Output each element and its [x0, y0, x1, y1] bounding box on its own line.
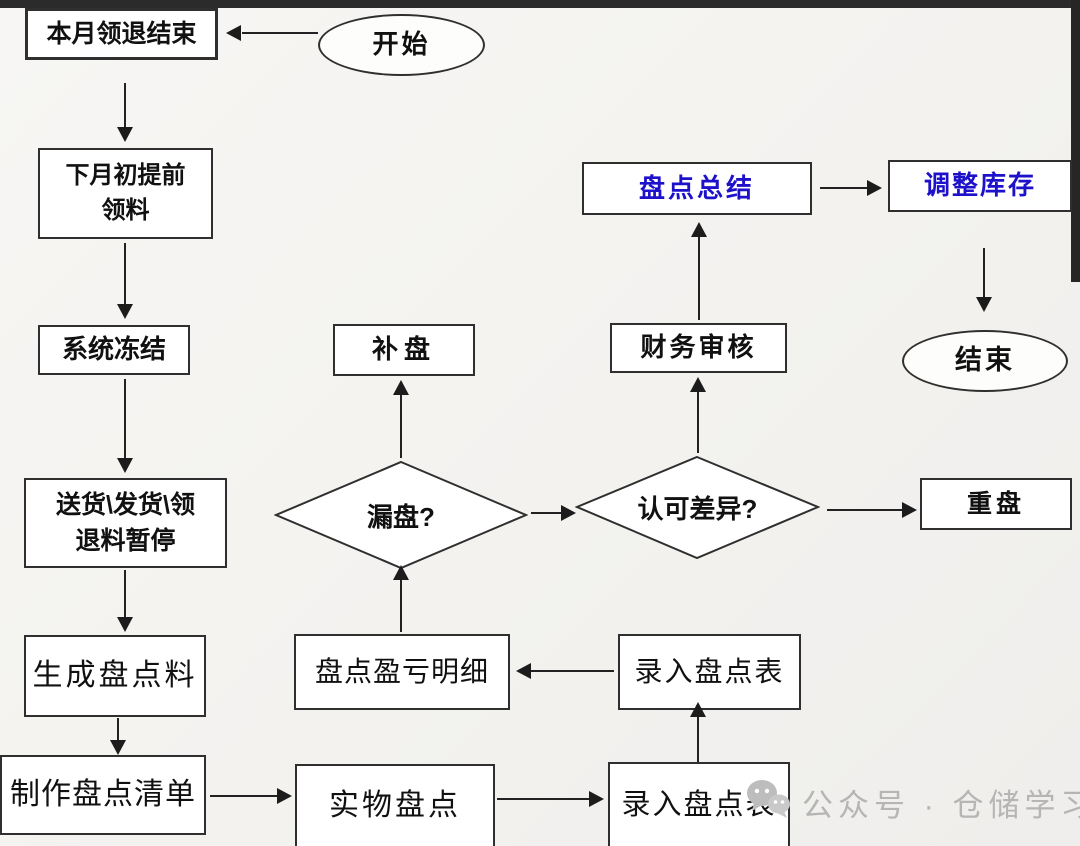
arrow-finance-to-summary-line [698, 236, 700, 320]
node-finance-review: 财务审核 [610, 323, 787, 373]
node-create-count-list: 制作盘点清单 [0, 755, 206, 835]
scan-artifact-right-bar [1071, 0, 1080, 282]
arrow-month-end-to-next-month-head [117, 127, 133, 142]
node-system-freeze: 系统冻结 [38, 325, 190, 375]
arrow-enter-top-to-profit-loss-head [516, 663, 531, 679]
arrow-freeze-to-suspend-line [124, 379, 126, 459]
arrow-start-to-month-end-line [242, 32, 318, 34]
arrow-accept-to-finance-head [690, 377, 706, 392]
arrow-next-month-to-freeze-line [124, 243, 126, 305]
node-generate-count-material: 生成盘点料 [24, 635, 206, 717]
arrow-missed-to-accept-head [561, 505, 576, 521]
node-adjust-inventory: 调整库存 [888, 160, 1072, 212]
arrow-enter-bottom-to-enter-top-line [697, 716, 699, 762]
node-start-label: 开始 [372, 29, 431, 60]
node-suspend-line2: 退料暂停 [75, 527, 176, 555]
arrow-physical-to-enter-bottom-line [497, 798, 590, 800]
node-enter-count-table-top: 录入盘点表 [618, 634, 801, 710]
watermark-text: 公众号 · 仓储学习 [802, 788, 1080, 823]
arrow-profit-loss-to-missed-head [393, 565, 409, 580]
node-supplement-count: 补盘 [333, 324, 475, 376]
node-physical-count-label: 实物盘点 [329, 789, 461, 823]
scan-artifact-top-bar [0, 0, 1080, 8]
arrow-generate-to-create-list-line [117, 718, 119, 741]
node-suspend-line1: 送货\发货\领 [56, 490, 195, 519]
arrow-physical-to-enter-bottom-head [589, 791, 604, 807]
diamond-shape [575, 455, 820, 560]
node-end: 结束 [902, 330, 1068, 392]
node-generate-label: 生成盘点料 [32, 659, 198, 693]
node-suspend: 送货\发货\领 退料暂停 [24, 478, 227, 568]
arrow-suspend-to-generate-line [124, 570, 126, 618]
node-end-label: 结束 [955, 345, 1015, 376]
arrow-finance-to-summary-head [691, 222, 707, 237]
node-enter-table-top-label: 录入盘点表 [634, 655, 785, 687]
arrow-summary-to-adjust-head [867, 180, 882, 196]
node-accept-difference-decision: 认可差异? [575, 455, 820, 560]
arrow-month-end-to-next-month-line [124, 83, 126, 128]
node-recount: 重盘 [920, 478, 1072, 530]
arrow-accept-to-recount-line [827, 509, 903, 511]
arrow-create-list-to-physical-line [210, 795, 278, 797]
arrow-suspend-to-generate-head [117, 617, 133, 632]
arrow-accept-to-finance-line [697, 391, 699, 453]
node-next-month-pick: 下月初提前 领料 [38, 148, 213, 239]
node-create-list-label: 制作盘点清单 [10, 778, 196, 812]
node-profit-loss-label: 盘点盈亏明细 [314, 655, 489, 687]
node-count-summary: 盘点总结 [582, 162, 812, 215]
node-start: 开始 [318, 14, 485, 76]
arrow-adjust-to-end-head [976, 297, 992, 312]
arrow-freeze-to-suspend-head [117, 458, 133, 473]
arrow-start-to-month-end-head [226, 25, 241, 41]
node-physical-count: 实物盘点 [295, 764, 495, 846]
node-count-summary-label: 盘点总结 [638, 172, 755, 203]
node-next-month-line1: 下月初提前 [65, 161, 186, 189]
watermark: 公众号 · 仓储学习 [742, 778, 1080, 827]
node-next-month-line2: 领料 [101, 196, 150, 224]
node-finance-review-label: 财务审核 [640, 332, 757, 363]
node-missed-count-decision: 漏盘? [274, 460, 528, 570]
node-supplement-label: 补盘 [371, 334, 436, 365]
arrow-summary-to-adjust-line [820, 187, 868, 189]
node-profit-loss-detail: 盘点盈亏明细 [294, 634, 510, 710]
arrow-next-month-to-freeze-head [117, 304, 133, 319]
arrow-generate-to-create-list-head [110, 740, 126, 755]
node-month-end: 本月领退结束 [25, 8, 218, 60]
arrow-accept-to-recount-head [902, 502, 917, 518]
arrow-missed-to-supplement-line [400, 394, 402, 458]
arrow-adjust-to-end-line [983, 248, 985, 298]
arrow-enter-top-to-profit-loss-line [531, 670, 614, 672]
node-recount-label: 重盘 [966, 489, 1025, 518]
node-month-end-label: 本月领退结束 [46, 19, 197, 48]
arrow-enter-bottom-to-enter-top-head [690, 702, 706, 717]
arrow-profit-loss-to-missed-line [400, 579, 402, 632]
node-adjust-inventory-label: 调整库存 [923, 170, 1036, 201]
arrow-create-list-to-physical-head [277, 788, 292, 804]
node-accept-difference-label: 认可差异? [637, 494, 758, 524]
node-missed-count-label: 漏盘? [367, 501, 435, 532]
arrow-missed-to-supplement-head [393, 380, 409, 395]
wechat-bubbles-icon [742, 778, 794, 827]
arrow-missed-to-accept-line [531, 512, 562, 514]
node-system-freeze-label: 系统冻结 [61, 334, 166, 365]
